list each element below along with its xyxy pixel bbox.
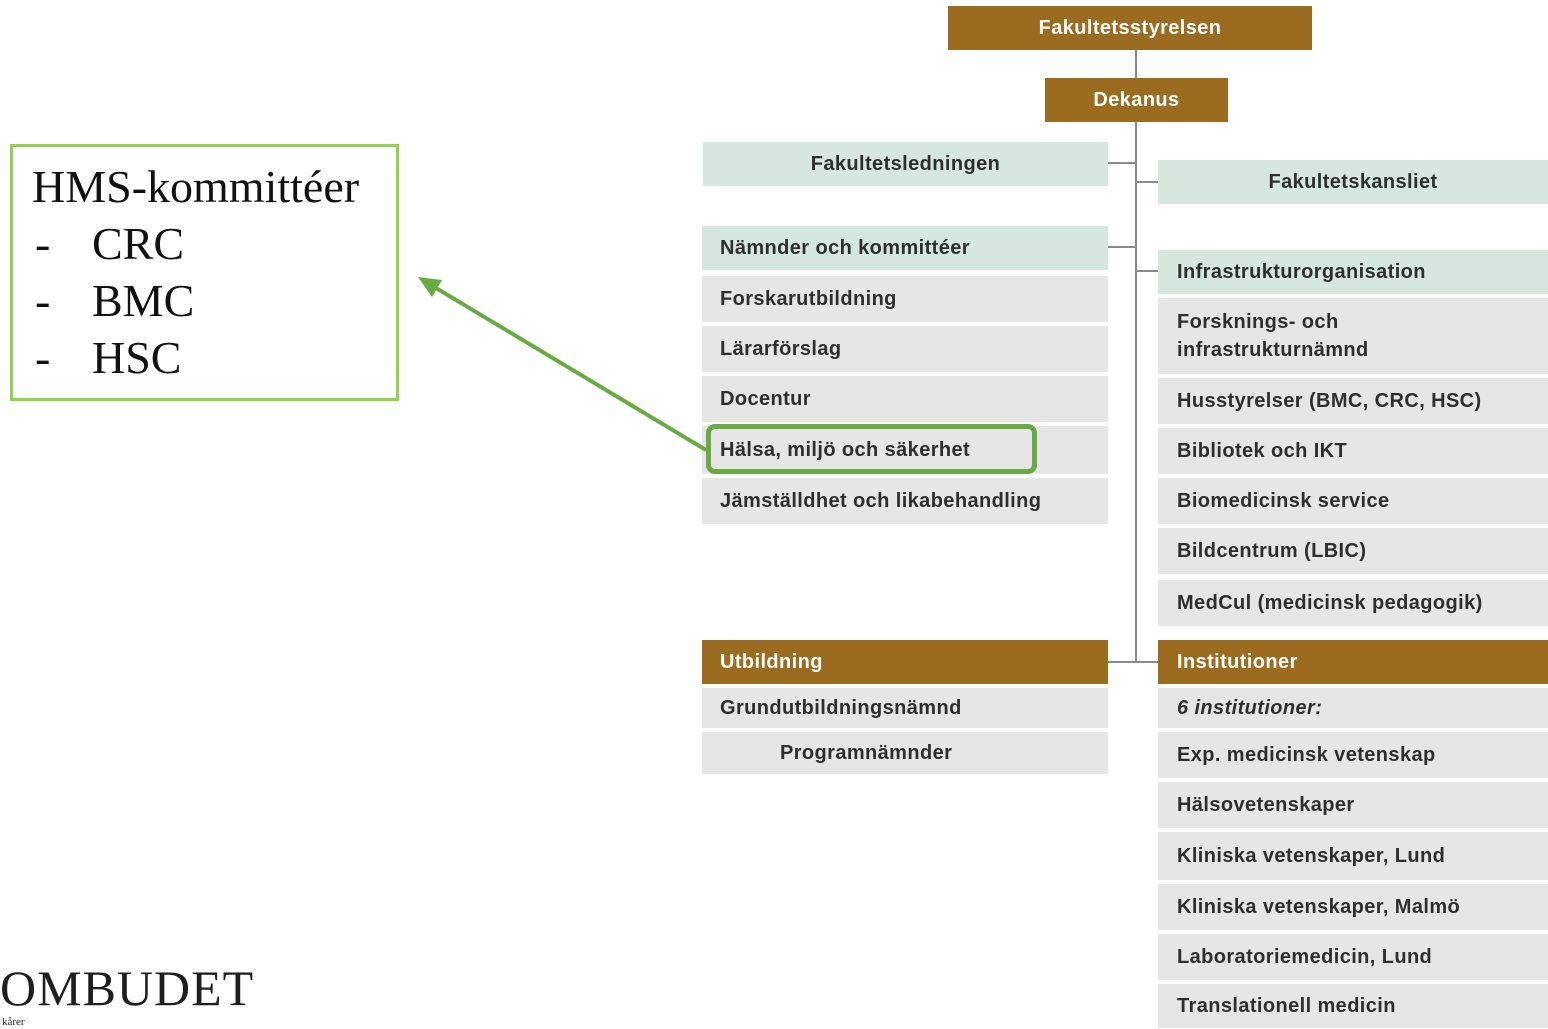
department-item: Hälsovetenskaper	[1158, 782, 1548, 828]
connector-faculty-management	[1108, 162, 1136, 164]
department-item: Kliniska vetenskaper, Malmö	[1158, 884, 1548, 930]
infrastructure-item: Bibliotek och IKT	[1158, 428, 1548, 474]
department-item: Exp. medicinsk vetenskap	[1158, 732, 1548, 778]
infrastructure-item: Husstyrelser (BMC, CRC, HSC)	[1158, 378, 1548, 424]
infrastructure-item: Forsknings- och infrastrukturnämnd	[1158, 298, 1548, 374]
infrastructure-item: MedCul (medicinsk pedagogik)	[1158, 580, 1548, 626]
callout-bullet: -	[35, 275, 51, 326]
connector-committees	[1108, 246, 1136, 248]
education-subitem: Programnämnder	[702, 732, 1108, 774]
callout-arrow-head	[418, 277, 442, 297]
board-box: Fakultetsstyrelsen	[948, 6, 1312, 50]
callout-arrow-line	[434, 286, 708, 452]
department-item: Laboratoriemedicin, Lund	[1158, 934, 1548, 980]
infrastructure-heading: Infrastrukturorganisation	[1158, 250, 1548, 294]
connector-faculty-office	[1136, 181, 1158, 183]
faculty-management-box: Fakultetsledningen	[703, 142, 1108, 186]
education-heading: Utbildning	[702, 640, 1108, 684]
department-item: Kliniska vetenskaper, Lund	[1158, 832, 1548, 880]
connector-infrastructure	[1136, 270, 1158, 272]
highlight-ring	[706, 424, 1037, 474]
callout-bullet: -	[35, 218, 51, 269]
callout-item: BMC	[92, 275, 195, 326]
department-item: Translationell medicin	[1158, 984, 1548, 1028]
connector-education-departments	[1108, 661, 1158, 663]
infrastructure-item: Biomedicinsk service	[1158, 478, 1548, 524]
faculty-office-box: Fakultetskansliet	[1158, 160, 1548, 204]
committee-item: Docentur	[702, 376, 1108, 422]
callout-title: HMS-kommittéer	[32, 161, 360, 212]
departments-heading: Institutioner	[1158, 640, 1548, 684]
dean-box: Dekanus	[1045, 78, 1228, 122]
callout-item: CRC	[92, 218, 185, 269]
infrastructure-item: Bildcentrum (LBIC)	[1158, 528, 1548, 574]
committee-item: Jämställdhet och likabehandling	[702, 478, 1108, 524]
committee-item: Lärarförslag	[702, 326, 1108, 372]
main-spine-connector	[1135, 50, 1137, 663]
education-item: Grundutbildningsnämnd	[702, 688, 1108, 728]
hms-committees-callout	[10, 144, 399, 401]
callout-bullet: -	[35, 332, 51, 383]
footer-logo-text: OMBUDET	[0, 960, 255, 1016]
footer-logo-subtext: kårer	[2, 1016, 25, 1028]
committee-item: Forskarutbildning	[702, 276, 1108, 322]
committee-item-hms: Hälsa, miljö och säkerhet	[702, 426, 1108, 474]
departments-count-label: 6 institutioner:	[1158, 688, 1548, 728]
committees-heading: Nämnder och kommittéer	[702, 226, 1108, 270]
callout-item: HSC	[92, 332, 182, 383]
